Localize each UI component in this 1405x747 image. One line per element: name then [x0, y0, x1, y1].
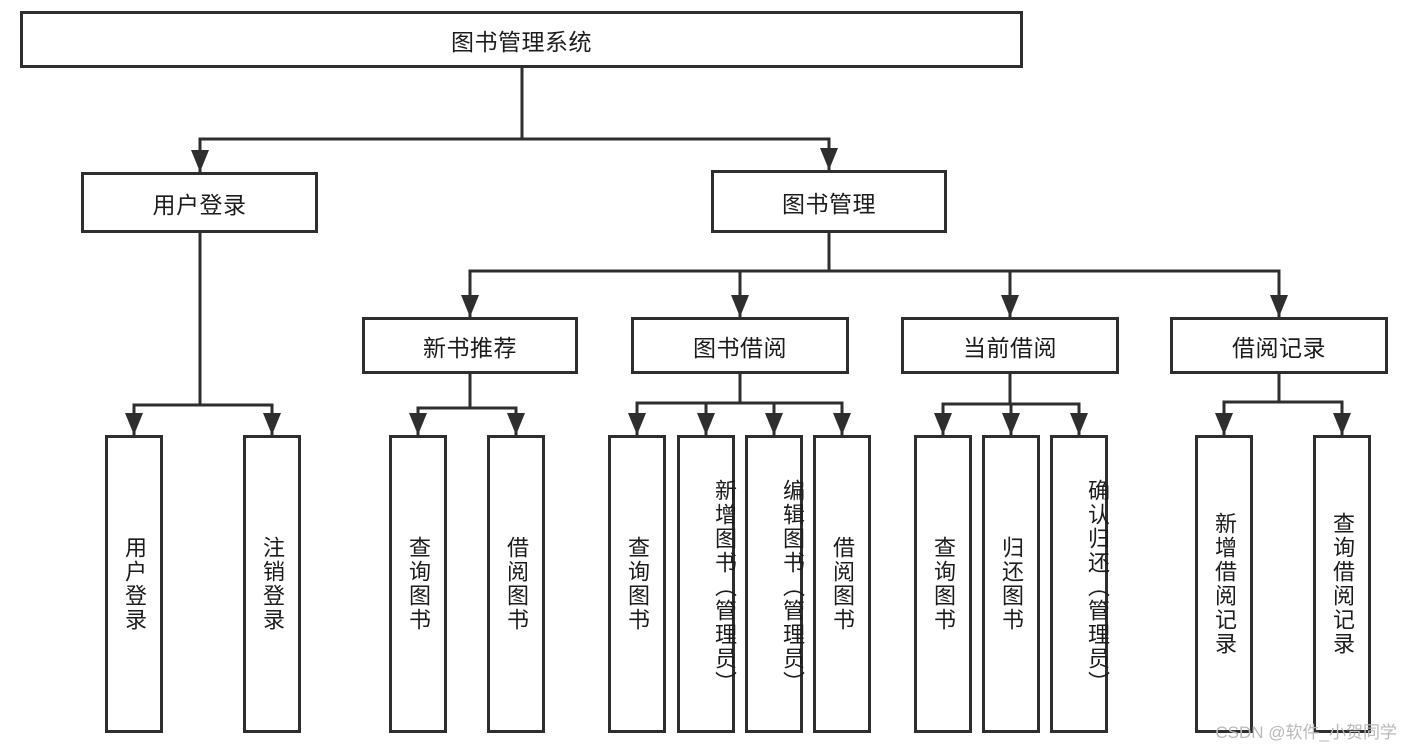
arrow-head-icon: [628, 413, 646, 435]
arrow-head-icon: [765, 413, 783, 435]
arrow-head-icon: [1070, 413, 1088, 435]
arrow-head-icon: [125, 413, 143, 435]
node-leaf-records-add[interactable]: [1195, 435, 1253, 733]
arrow-head-icon: [731, 295, 749, 317]
node-leaf-logout[interactable]: [243, 435, 301, 733]
node-current[interactable]: [901, 317, 1119, 374]
arrow-head-icon: [1002, 413, 1020, 435]
node-box-leaf-newbook-borrow[interactable]: [487, 435, 545, 733]
node-box-leaf-borrow-query[interactable]: [608, 435, 666, 733]
arrow-head-icon: [1270, 295, 1288, 317]
node-box-leaf-records-add[interactable]: [1195, 435, 1253, 733]
arrow-head-icon: [1215, 413, 1233, 435]
arrow-head-icon: [191, 150, 209, 172]
node-box-leaf-records-query[interactable]: [1313, 435, 1371, 733]
arrow-head-icon: [1001, 295, 1019, 317]
arrow-head-icon: [833, 413, 851, 435]
node-leaf-newbook-borrow[interactable]: [487, 435, 545, 733]
node-box-leaf-current-query[interactable]: [914, 435, 972, 733]
node-box-leaf-user-login[interactable]: [105, 435, 163, 733]
node-box-leaf-current-return[interactable]: [982, 435, 1040, 733]
node-root[interactable]: [20, 11, 1023, 68]
node-leaf-newbook-query[interactable]: [389, 435, 447, 733]
node-leaf-borrow-edit[interactable]: [745, 435, 803, 733]
node-box-bookmgmt[interactable]: [711, 170, 947, 233]
arrow-head-icon: [263, 413, 281, 435]
node-leaf-borrow-query[interactable]: [608, 435, 666, 733]
node-leaf-borrow-add[interactable]: [677, 435, 735, 733]
arrow-head-icon: [820, 148, 838, 170]
node-box-leaf-borrow-lend[interactable]: [813, 435, 871, 733]
arrow-head-icon: [409, 413, 427, 435]
node-box-root[interactable]: [20, 11, 1023, 68]
node-leaf-current-confirm[interactable]: [1050, 435, 1108, 733]
node-box-newbook[interactable]: [362, 317, 578, 374]
arrow-head-icon: [461, 295, 479, 317]
arrow-head-icon: [507, 413, 525, 435]
node-box-records[interactable]: [1170, 317, 1388, 374]
node-box-leaf-current-confirm[interactable]: [1050, 435, 1108, 733]
node-leaf-borrow-lend[interactable]: [813, 435, 871, 733]
arrow-head-icon: [1333, 413, 1351, 435]
node-box-borrow[interactable]: [631, 317, 849, 374]
node-box-leaf-logout[interactable]: [243, 435, 301, 733]
node-leaf-current-return[interactable]: [982, 435, 1040, 733]
node-box-login[interactable]: [81, 172, 318, 233]
node-records[interactable]: [1170, 317, 1388, 374]
arrow-head-icon: [697, 413, 715, 435]
arrow-head-icon: [934, 413, 952, 435]
node-newbook[interactable]: [362, 317, 578, 374]
node-box-current[interactable]: [901, 317, 1119, 374]
node-bookmgmt[interactable]: [711, 170, 947, 233]
node-borrow[interactable]: [631, 317, 849, 374]
node-leaf-current-query[interactable]: [914, 435, 972, 733]
node-leaf-user-login[interactable]: [105, 435, 163, 733]
node-login[interactable]: [81, 172, 318, 233]
node-box-leaf-newbook-query[interactable]: [389, 435, 447, 733]
node-box-leaf-borrow-edit[interactable]: [745, 435, 803, 733]
node-leaf-records-query[interactable]: [1313, 435, 1371, 733]
node-box-leaf-borrow-add[interactable]: [677, 435, 735, 733]
